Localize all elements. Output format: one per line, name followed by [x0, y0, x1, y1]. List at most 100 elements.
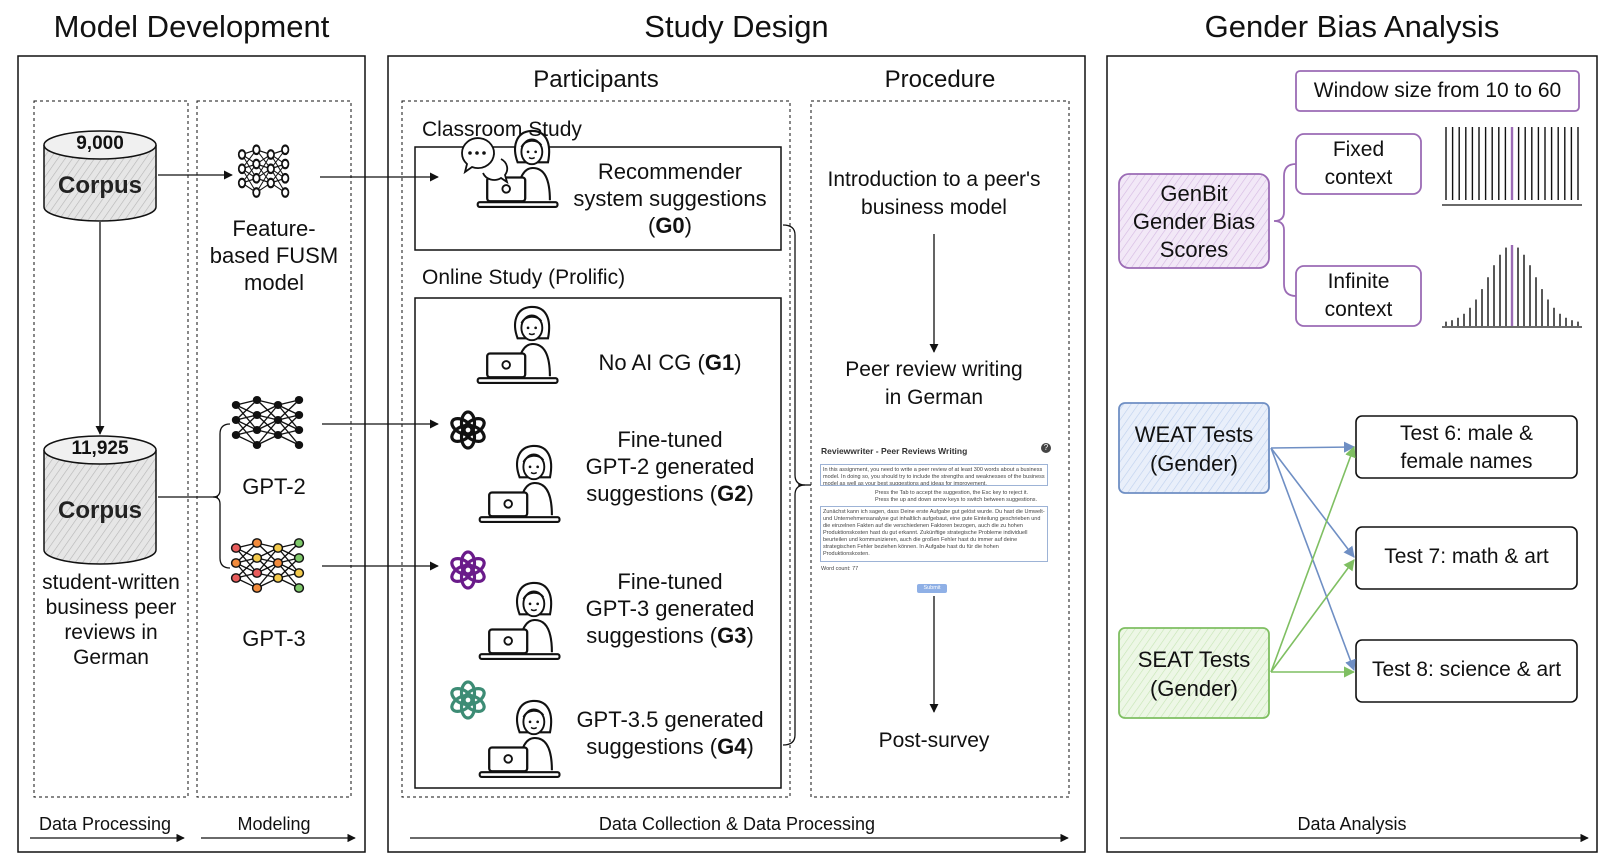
corpus-cylinder-1	[43, 130, 157, 222]
genbit-line: Gender Bias	[1132, 209, 1256, 234]
g2-line: Fine-tuned	[617, 427, 723, 452]
procedure-review: Peer review writing in German	[811, 356, 1057, 412]
corpus2-label: Corpus	[58, 497, 142, 524]
data-processing-panel	[33, 100, 189, 798]
test7-box	[1355, 526, 1578, 590]
genbit-label: GenBit Gender Bias Scores	[1119, 180, 1269, 264]
test8-label: Test 8: science & art	[1371, 658, 1562, 681]
genbit-brace	[1273, 163, 1297, 297]
footer-data-analysis: Data Analysis	[1297, 814, 1407, 834]
gender-bias-frame	[1106, 55, 1598, 853]
g3-suffix: )	[746, 623, 754, 648]
proc-review-line: Peer review writing	[845, 358, 1023, 381]
model-development-title: Model Development	[53, 9, 330, 44]
window-size-box	[1295, 70, 1580, 112]
hint-text: Press the Tab to accept the suggestion, …	[875, 490, 1037, 504]
genbit-line: Scores	[1159, 237, 1229, 262]
corpus-desc-line: German	[73, 646, 149, 669]
proc-review-line: in German	[884, 386, 984, 409]
g4-code-line: suggestions (G4)	[560, 733, 780, 760]
fusm-label: Feature- based FUSM model	[197, 215, 351, 296]
g1-suffix: )	[734, 350, 742, 375]
fusm-label-line: model	[244, 270, 304, 295]
footer-modeling: Modeling	[237, 814, 311, 834]
g2-label: Fine-tuned GPT-2 generated suggestions (…	[560, 426, 780, 507]
procedure-panel	[810, 100, 1070, 798]
g3-prefix: suggestions (	[586, 623, 718, 648]
infinite-line: context	[1324, 298, 1393, 321]
procedure-title: Procedure	[884, 66, 996, 93]
seat-box	[1118, 627, 1270, 719]
participants-title: Participants	[533, 66, 659, 93]
test6-line: Test 6: male &	[1399, 422, 1534, 445]
g0-code: G0	[655, 213, 685, 238]
fixed-line: context	[1324, 166, 1393, 189]
person-laptop-icon-g3	[478, 581, 561, 661]
hint-line: Press the up and down arrow keys to swit…	[875, 497, 1038, 503]
genbit-line: GenBit	[1160, 181, 1228, 206]
branch-corpus-to-gpt	[158, 423, 231, 569]
corpus-desc-line: student-written	[42, 571, 180, 594]
reviewwriter-screenshot: Reviewwriter - Peer Reviews Writing ? In…	[815, 440, 1055, 600]
weat-line: (Gender)	[1149, 451, 1239, 476]
neural-network-icon	[237, 144, 290, 198]
online-study-title: Online Study (Prolific)	[422, 266, 626, 289]
submit-button[interactable]: Submit	[917, 584, 947, 593]
infinite-line: Infinite	[1327, 270, 1390, 293]
weat-box	[1118, 402, 1270, 494]
g3-code: G3	[717, 623, 747, 648]
help-icon[interactable]: ?	[1041, 443, 1051, 453]
fusm-label-line: Feature-	[232, 216, 316, 241]
corpus1-count: 9,000	[76, 133, 124, 154]
reviewwriter-title: Reviewwriter - Peer Reviews Writing	[821, 446, 968, 456]
proc-intro-line: business model	[861, 196, 1007, 219]
genbit-box	[1118, 173, 1270, 269]
test7-label: Test 7: math & art	[1384, 545, 1549, 568]
g3-line: GPT-3 generated	[585, 596, 755, 621]
proc-intro-line: Introduction to a peer's	[827, 168, 1041, 191]
g2-suffix: )	[746, 481, 754, 506]
corpus2-count: 11,925	[71, 438, 129, 459]
g1-prefix: No AI CG (	[598, 350, 705, 375]
study-design-frame	[387, 55, 1086, 853]
g4-suffix: )	[746, 734, 754, 759]
modeling-panel	[196, 100, 352, 798]
hint-line: Press the Tab to accept the suggestion, …	[875, 490, 1029, 496]
g1-label: No AI CG (G1)	[560, 350, 780, 376]
chat-bubble-icon	[461, 137, 509, 185]
gpt2-network-icon	[231, 396, 304, 449]
g0-line: system suggestions	[573, 186, 767, 211]
weat-label: WEAT Tests (Gender)	[1119, 420, 1269, 478]
word-count: Word count: 77	[821, 566, 859, 572]
openai-logo-teal-icon	[450, 680, 486, 720]
g1-code: G1	[704, 350, 735, 375]
g2-prefix: suggestions (	[586, 481, 718, 506]
procedure-post-survey: Post-survey	[878, 729, 990, 752]
g4-code: G4	[717, 734, 747, 759]
fixed-context-bars	[1445, 127, 1579, 200]
infinite-context-bars	[1445, 245, 1579, 326]
openai-logo-icon	[450, 410, 486, 450]
openai-logo-purple-icon	[450, 550, 486, 590]
footer-data-processing: Data Processing	[38, 814, 172, 834]
review-textarea[interactable]: Zunächst kann ich sagen, dass Deine erst…	[820, 506, 1048, 562]
gpt3-network-icon	[230, 538, 305, 593]
g4-line: GPT-3.5 generated	[576, 707, 764, 732]
classroom-study-box	[414, 146, 782, 251]
gender-bias-analysis-title: Gender Bias Analysis	[1204, 9, 1500, 44]
procedure-intro: Introduction to a peer's business model	[811, 166, 1057, 222]
online-study-box	[414, 297, 782, 789]
fixed-context-label: Fixed context	[1296, 136, 1421, 192]
test6-line: female names	[1400, 450, 1533, 473]
gpt3-label: GPT-3	[242, 626, 306, 651]
g2-code: G2	[717, 481, 747, 506]
g0-line: Recommender	[597, 159, 743, 184]
test6-label: Test 6: male & female names	[1356, 420, 1577, 476]
corpus-cylinder-2	[43, 435, 157, 565]
gpt2-label: GPT-2	[242, 474, 306, 499]
g3-line: Fine-tuned	[617, 569, 723, 594]
participants-panel	[401, 100, 791, 798]
corpus-desc-line: reviews in	[64, 621, 158, 644]
person-laptop-icon-g1	[476, 305, 559, 385]
